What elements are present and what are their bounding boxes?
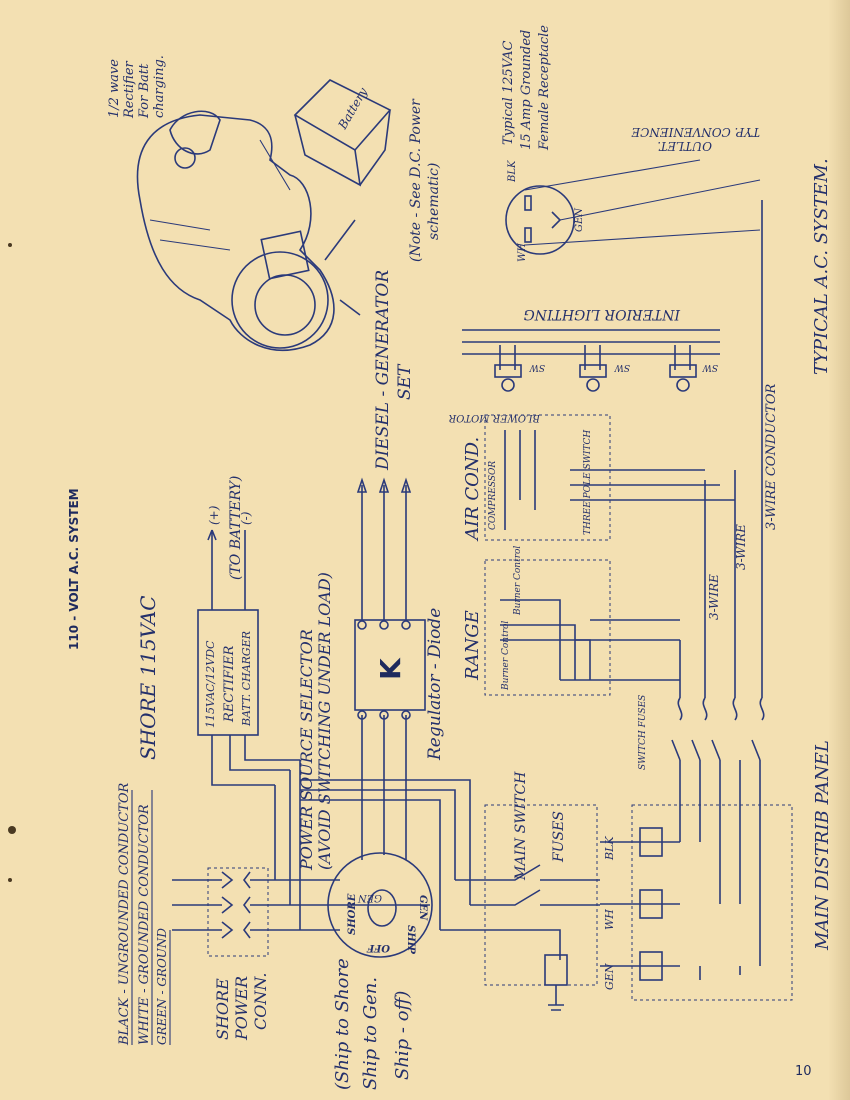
receptacle-1: Typical 125VAC — [501, 40, 516, 145]
sw-1: SW — [529, 362, 545, 372]
power-label: POWER — [232, 976, 251, 1041]
half-wave-4: charging. — [152, 55, 167, 118]
blk-label: BLK — [603, 836, 616, 861]
selector-label-1: POWER SOURCE SELECTOR — [297, 629, 316, 871]
battery-label: Battery — [335, 85, 370, 132]
half-wave-1: 1/2 wave — [107, 59, 122, 118]
air-conditioner: AIR COND. COMPRESSOR THREE POLE SWITCH B… — [448, 412, 735, 542]
diesel-label-1: DIESEL - GENERATOR — [373, 270, 393, 471]
diesel-generator-set — [136, 110, 361, 351]
rec-blk: BLK — [507, 160, 518, 183]
note-dc-1: (Note - See D.C. Power — [408, 98, 424, 262]
ship-shore-note-2: Ship to Gen. — [360, 977, 381, 1090]
rec-wh: WH — [517, 243, 528, 262]
note-dc-2: schematic) — [426, 163, 442, 240]
ship-shore-note-3: Ship - off) — [392, 991, 413, 1080]
page-heading: 110 - VOLT A.C. SYSTEM — [67, 488, 81, 650]
receptacle-3: Female Receptacle — [537, 25, 552, 151]
receptacle-2: 15 Amp Grounded — [519, 30, 534, 150]
sw-3: SW — [702, 362, 718, 372]
to-battery: (TO BATTERY) — [228, 476, 244, 580]
main-distribution-panel: MAIN DISTRIB PANEL — [600, 740, 833, 1001]
burner-control-2: Burner Control — [513, 546, 523, 616]
interior-lighting-label: INTERIOR LIGHTING — [524, 306, 681, 322]
selector-label-2: (AVOID SWITCHING UNDER LOAD) — [315, 572, 334, 870]
wh-label: WH — [603, 909, 616, 930]
battery: Battery — [293, 79, 392, 187]
blower-motor-label: BLOWER MOTOR — [448, 412, 541, 423]
convenience-receptacle: BLK WH GEN Typical 125VAC 15 Amp Grounde… — [501, 25, 761, 262]
legend-green: GREEN - GROUND — [155, 928, 169, 1045]
shore-power-connector: SHORE POWER CONN. — [172, 867, 340, 1041]
legend-white: WHITE - GROUNDED CONDUCTOR — [137, 804, 152, 1045]
rectifier-line2: RECTIFIER — [222, 645, 237, 723]
battery-plus: (+) — [207, 505, 221, 525]
rec-gen: GEN — [574, 207, 585, 232]
main-switch-label: MAIN SWITCH — [513, 771, 529, 881]
legend-black: BLACK - UNGROUNDED CONDUCTOR — [117, 783, 132, 1046]
main-switch: MAIN SWITCH FUSES BLK WH GEN — [440, 771, 616, 1011]
battery-minus: (-) — [239, 511, 253, 525]
dial-top-gen: GEN — [357, 892, 382, 903]
regulator-label: Regulator - Diode — [425, 608, 445, 761]
dial-shore: SHORE — [347, 893, 358, 935]
power-source-selector: SHORE GEN SHIP OFF GEN — [327, 852, 433, 958]
lamp-3: SW — [669, 345, 718, 392]
three-wire-2: 3-WIRE — [734, 524, 748, 570]
dial-ship: SHIP — [405, 925, 416, 954]
page-number: 10 — [795, 1064, 812, 1079]
binding-holes — [8, 243, 16, 882]
switch-fuses: SWITCH FUSES — [638, 200, 765, 770]
dial-gen: GEN — [417, 895, 428, 921]
burner-control-1: Burner Control — [501, 621, 511, 691]
half-wave-3: For Batt — [137, 63, 152, 119]
legend: BLACK - UNGROUNDED CONDUCTOR WHITE - GRO… — [117, 783, 171, 1046]
fuses-label: FUSES — [551, 811, 567, 863]
battery-charger-rectifier: 115VAC/12VDC RECTIFIER BATT. CHARGER (+)… — [197, 476, 300, 786]
shore-voltage-label: SHORE 115VAC — [136, 595, 160, 760]
ship-shore-note-1: (Ship to Shore — [332, 958, 353, 1090]
air-cond-label: AIR COND. — [462, 437, 483, 542]
diesel-label-2: SET — [395, 363, 415, 400]
rectifier-line3: BATT. CHARGER — [240, 631, 253, 727]
range-label: RANGE — [462, 610, 483, 681]
main-panel-label: MAIN DISTRIB PANEL — [812, 740, 833, 951]
conn-label: CONN. — [251, 973, 270, 1030]
interior-lighting: SW SW SW INTERIOR LIGHTING — [462, 306, 720, 392]
convenience-outlet-2: OUTLET. — [657, 139, 712, 153]
compressor-label: COMPRESSOR — [488, 461, 498, 530]
caption: TYPICAL A.C. SYSTEM. — [811, 158, 832, 375]
shore-label: SHORE — [213, 978, 232, 1040]
range: RANGE Burner Control Burner Control — [462, 546, 680, 696]
three-pole-label: THREE POLE SWITCH — [583, 430, 593, 535]
lamp-1: SW — [494, 345, 545, 392]
three-wire-conductor: 3-WIRE CONDUCTOR — [764, 384, 779, 530]
lamp-2: SW — [579, 345, 630, 392]
dial-off: OFF — [366, 942, 390, 953]
k-label: K — [374, 657, 407, 680]
switch-fuses-label: SWITCH FUSES — [638, 695, 648, 770]
sw-2: SW — [614, 362, 630, 372]
convenience-outlet-1: TYP. CONVENIENCE — [631, 125, 760, 139]
three-wire-1: 3-WIRE — [707, 574, 721, 620]
gen-label: GEN — [603, 963, 616, 990]
regulator-diode: K Regulator - Diode — [354, 477, 445, 860]
half-wave-2: Rectifier — [122, 60, 137, 119]
rectifier-line1: 115VAC/12VDC — [204, 640, 217, 728]
